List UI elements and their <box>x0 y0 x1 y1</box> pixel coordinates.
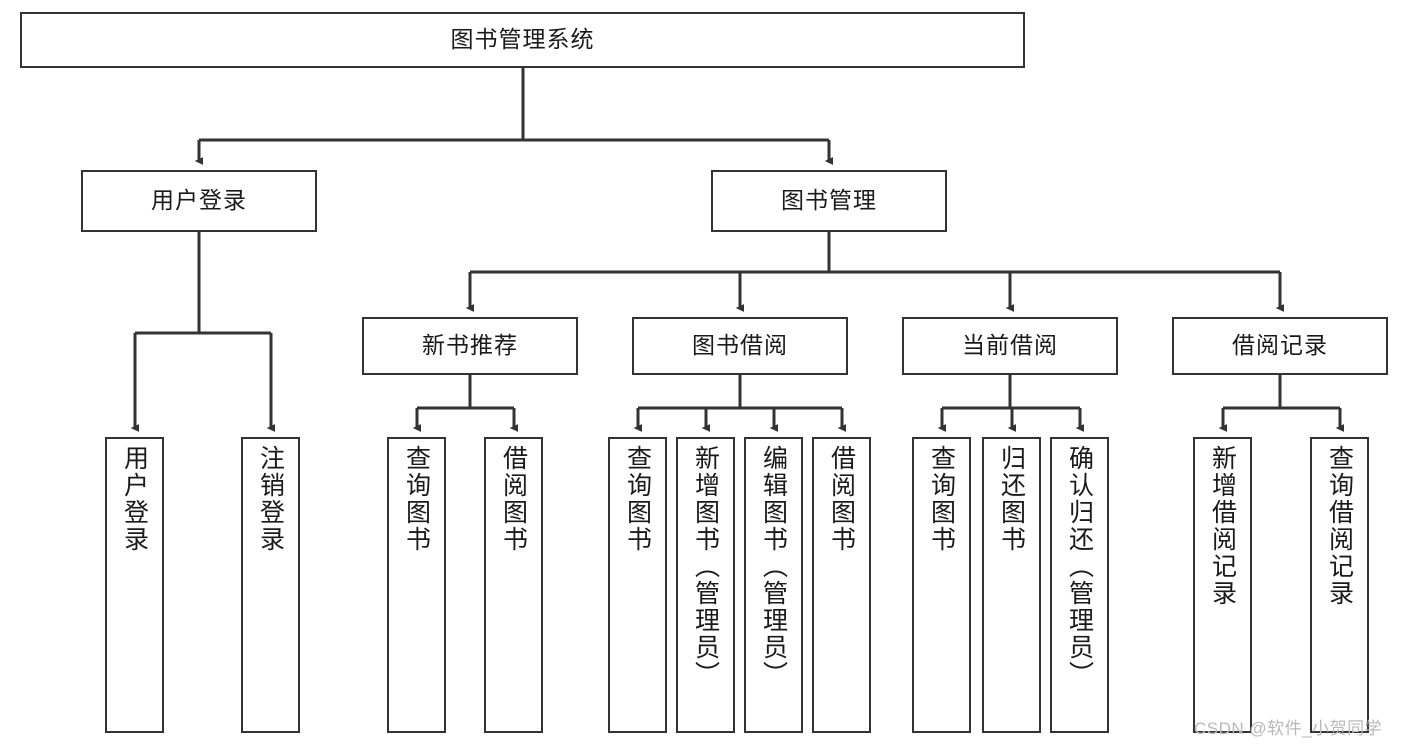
node-bookmgmt[interactable]: 图书管理 <box>711 170 947 232</box>
node-leaf-13[interactable]: 查询借阅记录 <box>1310 437 1369 733</box>
node-label: 图书管理 <box>781 187 877 214</box>
node-leaf-3[interactable]: 查询图书 <box>387 437 446 733</box>
node-leaf-10[interactable]: 归还图书 <box>982 437 1041 733</box>
node-leaf-8[interactable]: 借阅图书 <box>812 437 871 733</box>
node-label: 查询图书 <box>623 445 652 553</box>
node-label: 图书借阅 <box>692 332 788 359</box>
node-leaf-9[interactable]: 查询图书 <box>912 437 971 733</box>
node-newbook[interactable]: 新书推荐 <box>362 317 578 375</box>
node-root[interactable]: 图书管理系统 <box>20 12 1025 68</box>
node-label: 查询借阅记录 <box>1325 445 1354 607</box>
node-leaf-5[interactable]: 查询图书 <box>608 437 667 733</box>
watermark-label: CSDN @软件_小贺同学 <box>1194 719 1383 738</box>
node-login[interactable]: 用户登录 <box>81 170 317 232</box>
node-label: 图书管理系统 <box>450 26 595 53</box>
node-label: 借阅图书 <box>499 445 528 553</box>
node-label: 用户登录 <box>120 445 149 553</box>
node-label: 查询图书 <box>402 445 431 553</box>
node-leaf-11[interactable]: 确认归还（管理员） <box>1050 437 1109 733</box>
node-leaf-12[interactable]: 新增借阅记录 <box>1193 437 1252 733</box>
node-label: 新书推荐 <box>422 332 518 359</box>
node-leaf-6[interactable]: 新增图书（管理员） <box>676 437 735 733</box>
node-records[interactable]: 借阅记录 <box>1172 317 1388 375</box>
node-current[interactable]: 当前借阅 <box>902 317 1118 375</box>
node-label: 当前借阅 <box>962 332 1058 359</box>
node-label: 新增图书（管理员） <box>691 445 720 688</box>
node-label: 借阅记录 <box>1232 332 1328 359</box>
node-label: 归还图书 <box>997 445 1026 553</box>
node-label: 用户登录 <box>151 187 247 214</box>
node-leaf-1[interactable]: 用户登录 <box>105 437 164 733</box>
node-leaf-4[interactable]: 借阅图书 <box>484 437 543 733</box>
node-leaf-7[interactable]: 编辑图书（管理员） <box>744 437 803 733</box>
node-label: 借阅图书 <box>827 445 856 553</box>
node-label: 查询图书 <box>927 445 956 553</box>
node-label: 新增借阅记录 <box>1208 445 1237 607</box>
node-borrow[interactable]: 图书借阅 <box>632 317 848 375</box>
node-label: 注销登录 <box>256 445 285 553</box>
node-leaf-2[interactable]: 注销登录 <box>241 437 300 733</box>
node-label: 确认归还（管理员） <box>1065 445 1094 688</box>
node-label: 编辑图书（管理员） <box>759 445 788 688</box>
